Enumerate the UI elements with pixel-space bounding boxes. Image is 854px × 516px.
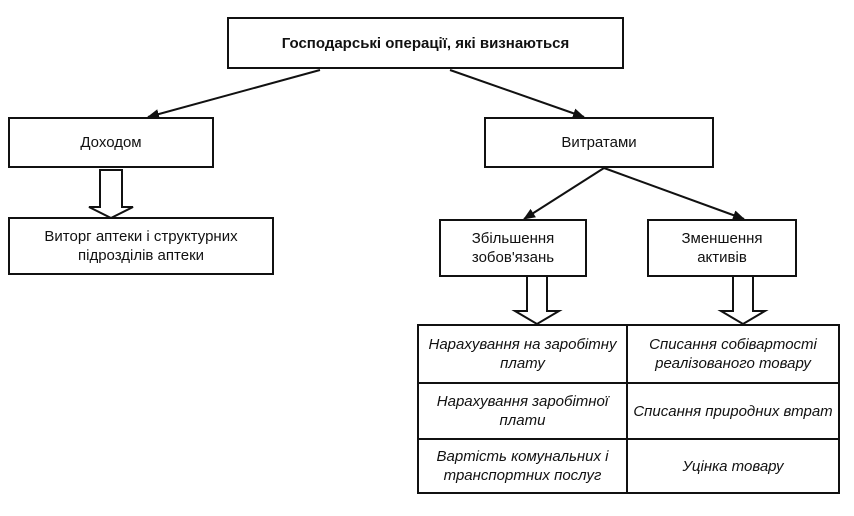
top-box: Господарські операції, які визнаються	[227, 17, 624, 69]
table-cell-right-2: Списання природних втрат	[633, 402, 833, 420]
liabilities-box: Збільшення зобов'язань	[439, 219, 587, 277]
income-box: Доходом	[8, 117, 214, 168]
block-arrow-assets	[717, 275, 769, 326]
arrow-expenses-to-liabilities	[523, 167, 605, 220]
operations-table: Нарахування на заробітну плату Нарахуван…	[417, 324, 840, 494]
block-arrow-income	[88, 169, 134, 220]
assets-box: Зменшення активів	[647, 219, 797, 277]
expenses-box: Витратами	[484, 117, 714, 168]
arrow-top-to-expenses	[449, 69, 585, 119]
table-cell-left-3: Вартість комунальних і транспортних посл…	[436, 448, 609, 484]
table-cell-right-1: Списання собівартості реалізованого това…	[649, 336, 817, 372]
arrow-top-to-income	[147, 69, 321, 119]
block-arrow-liabilities	[511, 275, 563, 326]
arrow-expenses-to-assets	[603, 167, 745, 220]
table-cell-right-3: Уцінка товару	[682, 457, 784, 475]
table-cell-left-1: Нарахування на заробітну плату	[428, 336, 617, 372]
income-result-box: Виторг аптеки і структурних підрозділів …	[8, 217, 274, 275]
table-cell-left-2: Нарахування заробітної плати	[436, 393, 609, 429]
